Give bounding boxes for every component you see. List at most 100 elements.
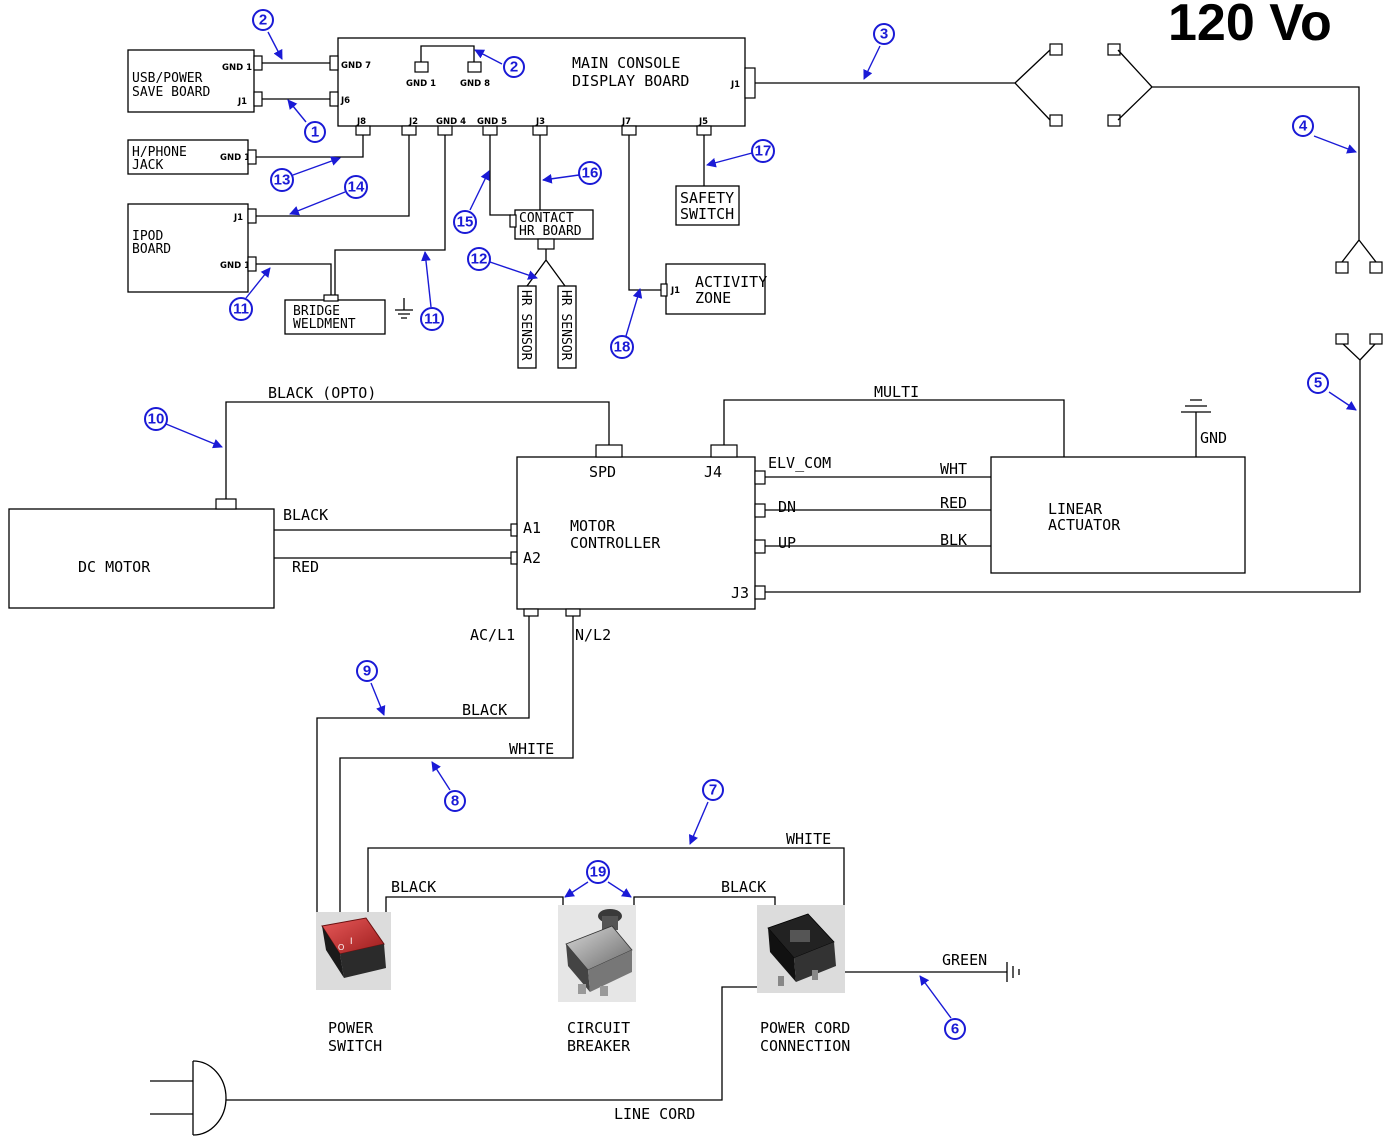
svg-text:CONNECTION: CONNECTION	[760, 1037, 850, 1055]
svg-text:J6: J6	[340, 96, 350, 106]
svg-text:13: 13	[274, 172, 291, 189]
linear-actuator: LINEAR ACTUATOR	[990, 456, 1246, 574]
svg-text:UP: UP	[778, 534, 796, 552]
bridge-weldment: BRIDGE WELDMENT	[284, 294, 386, 335]
svg-text:J3: J3	[535, 117, 545, 127]
svg-text:H/PHONE: H/PHONE	[132, 145, 187, 160]
svg-text:I: I	[350, 936, 353, 946]
callout-7: 7	[688, 779, 724, 845]
svg-text:J1: J1	[670, 286, 680, 296]
svg-text:A1: A1	[523, 519, 541, 537]
svg-text:BLACK: BLACK	[391, 878, 436, 896]
svg-text:J8: J8	[356, 117, 366, 127]
callout-5: 5	[1307, 372, 1357, 411]
svg-text:RED: RED	[292, 558, 319, 576]
svg-text:J7: J7	[621, 117, 631, 127]
svg-text:GND 1: GND 1	[222, 63, 252, 73]
svg-text:GREEN: GREEN	[942, 951, 987, 969]
svg-text:SWITCH: SWITCH	[328, 1037, 382, 1055]
usb-power-save-board: USB/POWER SAVE BOARD GND 1 J1	[127, 49, 263, 113]
callout-10: 10	[144, 407, 223, 449]
svg-text:ELV_COM: ELV_COM	[768, 454, 831, 472]
svg-text:GND 5: GND 5	[477, 117, 507, 127]
callout-9: 9	[356, 660, 386, 716]
svg-text:17: 17	[755, 143, 772, 160]
svg-text:ACTUATOR: ACTUATOR	[1048, 516, 1121, 534]
svg-text:HR SENSOR: HR SENSOR	[558, 290, 573, 361]
svg-text:LINE CORD: LINE CORD	[614, 1105, 695, 1123]
callout-13: 13	[270, 156, 341, 192]
svg-text:11: 11	[424, 311, 440, 328]
svg-text:15: 15	[457, 214, 474, 231]
svg-text:GND 1: GND 1	[220, 261, 250, 271]
callout-11b: 11	[420, 251, 444, 331]
svg-text:DC MOTOR: DC MOTOR	[78, 558, 151, 576]
svg-text:1: 1	[311, 124, 319, 141]
svg-text:GND 7: GND 7	[341, 61, 371, 71]
svg-text:POWER CORD: POWER CORD	[760, 1019, 850, 1037]
svg-text:ZONE: ZONE	[695, 289, 731, 307]
svg-text:USB/POWER: USB/POWER	[132, 71, 203, 86]
svg-text:BLK: BLK	[940, 531, 967, 549]
callout-2a: 2	[252, 9, 283, 60]
svg-text:HR SENSOR: HR SENSOR	[518, 290, 533, 361]
callout-12: 12	[467, 247, 538, 280]
svg-text:12: 12	[471, 251, 488, 268]
svg-text:J1: J1	[233, 213, 243, 223]
svg-text:MAIN CONSOLE: MAIN CONSOLE	[572, 54, 680, 72]
svg-text:8: 8	[451, 793, 459, 810]
callout-15: 15	[453, 170, 490, 234]
svg-text:BOARD: BOARD	[132, 242, 171, 257]
svg-text:JACK: JACK	[132, 158, 163, 173]
svg-text:POWER: POWER	[328, 1019, 374, 1037]
svg-text:18: 18	[614, 339, 631, 356]
svg-text:J4: J4	[704, 463, 722, 481]
power-switch: I O	[316, 912, 391, 990]
svg-text:DISPLAY BOARD: DISPLAY BOARD	[572, 72, 689, 90]
svg-text:GND: GND	[1200, 429, 1227, 447]
svg-text:WHITE: WHITE	[786, 830, 831, 848]
svg-text:10: 10	[148, 411, 165, 428]
svg-text:WHITE: WHITE	[509, 740, 554, 758]
svg-text:BLACK (OPTO): BLACK (OPTO)	[268, 384, 376, 402]
callout-18: 18	[610, 288, 643, 359]
svg-text:BRIDGE: BRIDGE	[293, 304, 340, 319]
power-cord-connection	[757, 905, 845, 993]
svg-text:A2: A2	[523, 549, 541, 567]
svg-text:6: 6	[951, 1021, 959, 1038]
ipod-board: IPOD BOARD J1 GND 1	[127, 203, 257, 293]
svg-text:RED: RED	[940, 494, 967, 512]
svg-text:14: 14	[348, 179, 365, 196]
line-cord-plug	[150, 1060, 227, 1136]
svg-text:IPOD: IPOD	[132, 229, 163, 244]
svg-text:WHT: WHT	[940, 460, 967, 478]
svg-text:J1: J1	[730, 80, 740, 90]
svg-text:GND 4: GND 4	[436, 117, 466, 127]
svg-text:7: 7	[709, 782, 717, 799]
svg-text:5: 5	[1314, 375, 1322, 392]
svg-text:CONTACT: CONTACT	[519, 211, 574, 226]
svg-text:SAVE BOARD: SAVE BOARD	[132, 85, 210, 100]
svg-text:SPD: SPD	[589, 463, 616, 481]
svg-text:19: 19	[590, 864, 607, 881]
svg-text:J5: J5	[698, 117, 708, 127]
svg-text:SWITCH: SWITCH	[680, 205, 734, 223]
dc-motor: DC MOTOR	[8, 498, 275, 609]
circuit-breaker	[558, 905, 636, 1002]
svg-text:MULTI: MULTI	[874, 383, 919, 401]
hr-sensor-left: HR SENSOR	[517, 285, 537, 369]
svg-text:O: O	[338, 943, 344, 952]
callout-19: 19	[564, 860, 632, 898]
svg-text:J1: J1	[237, 97, 247, 107]
callout-4: 4	[1292, 115, 1357, 154]
svg-text:16: 16	[582, 165, 599, 182]
svg-text:3: 3	[880, 26, 888, 43]
callout-6: 6	[919, 975, 966, 1040]
svg-text:BLACK: BLACK	[283, 506, 328, 524]
callout-11a: 11	[229, 267, 271, 321]
svg-text:BLACK: BLACK	[721, 878, 766, 896]
svg-text:AC/L1: AC/L1	[470, 626, 515, 644]
svg-text:11: 11	[233, 301, 249, 318]
svg-text:GND 1: GND 1	[220, 153, 250, 163]
